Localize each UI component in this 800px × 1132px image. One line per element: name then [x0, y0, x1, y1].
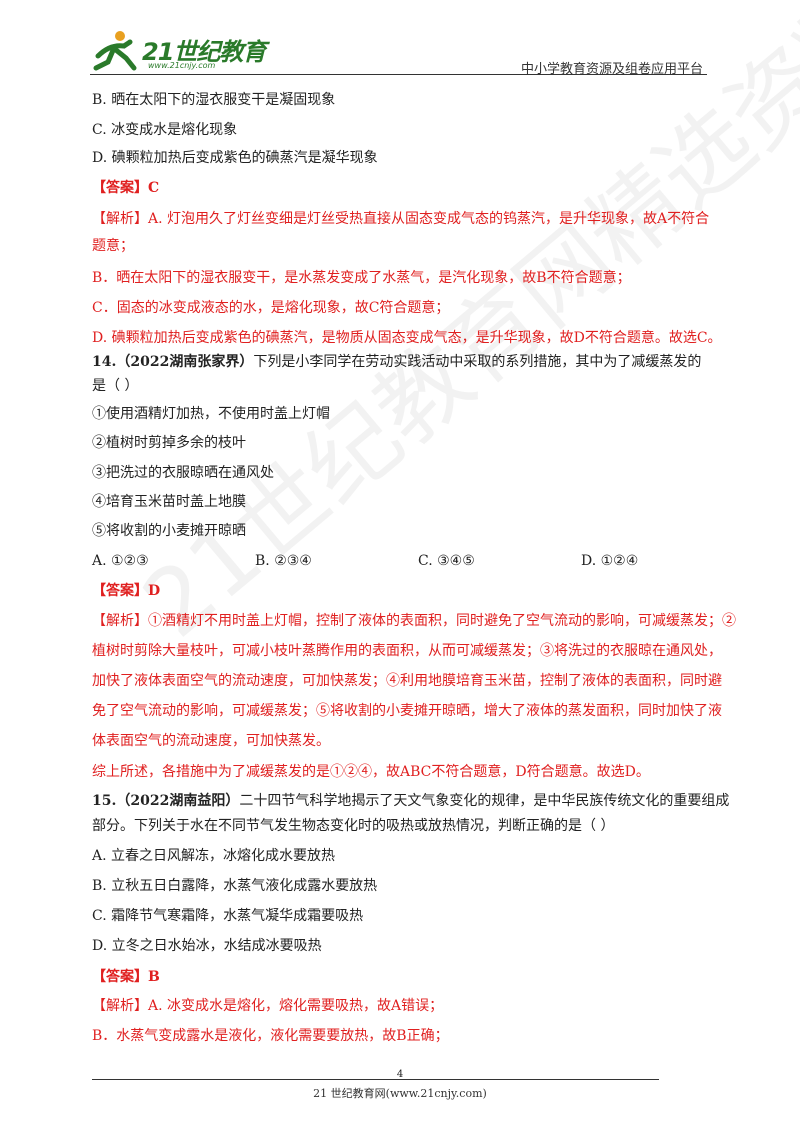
analysis-line: 植树时剪除大量枝叶，可减小枝叶蒸腾作用的表面积，从而可减缓蒸发；③将洗过的衣服晾… — [92, 643, 722, 659]
text-line: 是（ ） — [92, 378, 139, 394]
analysis-line: 题意； — [92, 238, 134, 254]
answer-line: 【答案】B — [92, 969, 160, 985]
question-line: 15.（2022湖南益阳）二十四节气科学地揭示了天文气象变化的规律，是中华民族传… — [92, 793, 730, 809]
analysis-line: D. 碘颗粒加热后变成紫色的碘蒸汽，是物质从固态变成气态，是升华现象，故D不符合… — [92, 330, 722, 346]
option-b: B. ②③④ — [255, 553, 312, 569]
platform-name: 中小学教育资源及组卷应用平台 — [520, 62, 703, 77]
option-d: D. ①②④ — [581, 553, 639, 569]
page-number: 4 — [396, 1069, 404, 1080]
text-line: C. 冰变成水是熔化现象 — [92, 122, 238, 138]
text-line: D. 立冬之日水始冰，水结成冰要吸热 — [92, 938, 322, 954]
analysis-line: 【解析】A. 灯泡用久了灯丝变细是灯丝受热直接从固态变成气态的钨蒸汽，是升华现象… — [92, 211, 710, 227]
option-a: A. ①②③ — [92, 553, 149, 569]
text-line: ⑤将收割的小麦摊开晾晒 — [92, 523, 246, 539]
analysis-line: 体表面空气的流动速度，可加快蒸发。 — [92, 733, 330, 749]
logo-text: 21世纪教育 — [142, 38, 266, 66]
answer-line: 【答案】C — [92, 180, 160, 196]
page-header: 21世纪教育 www.21cnjy.com 中小学教育资源及组卷应用平台 — [90, 28, 705, 77]
analysis-line: B．晒在太阳下的湿衣服变干，是水蒸发变成了水蒸气，是汽化现象，故B不符合题意； — [92, 270, 631, 286]
answer-line: 【答案】D — [92, 583, 161, 599]
analysis-line: 加快了液体表面空气的流动速度，可加快蒸发；④利用地膜培育玉米苗，控制了液体的表面… — [92, 673, 722, 689]
logo-url: www.21cnjy.com — [148, 61, 216, 70]
analysis-line: 综上所述，各措施中为了减缓蒸发的是①②④，故ABC不符合题意，D符合题意。故选D… — [92, 764, 650, 780]
text-line: ①使用酒精灯加热，不使用时盖上灯帽 — [92, 406, 330, 422]
text-line: ②植树时剪掉多余的枝叶 — [92, 435, 246, 451]
text-line: A. 立春之日风解冻，冰熔化成水要放热 — [92, 848, 336, 864]
runner-logo-icon — [93, 31, 137, 71]
analysis-line: 免了空气流动的影响，可减缓蒸发；⑤将收割的小麦摊开晾晒，增大了液体的蒸发面积，同… — [92, 703, 722, 719]
analysis-line: C．固态的冰变成液态的水，是熔化现象，故C符合题意； — [92, 300, 450, 316]
analysis-line: 【解析】①酒精灯不用时盖上灯帽，控制了液体的表面积，同时避免了空气流动的影响，可… — [92, 613, 736, 629]
text-line: B. 晒在太阳下的湿衣服变干是凝固现象 — [92, 92, 336, 108]
text-line: C. 霜降节气寒霜降，水蒸气凝华成霜要吸热 — [92, 908, 364, 924]
footer-site: 21 世纪教育网(www.21cnjy.com) — [313, 1087, 487, 1100]
analysis-line: B．水蒸气变成露水是液化，液化需要要放热，故B正确； — [92, 1028, 449, 1044]
analysis-line: 【解析】A. 冰变成水是熔化，熔化需要吸热，故A错误； — [92, 998, 444, 1014]
text-line: ③把洗过的衣服晾晒在通风处 — [92, 465, 274, 481]
option-c: C. ③④⑤ — [418, 553, 475, 569]
site-logo: 21世纪教育 www.21cnjy.com — [90, 28, 280, 74]
text-line: ④培育玉米苗时盖上地膜 — [92, 494, 246, 510]
text-line: D. 碘颗粒加热后变成紫色的碘蒸汽是凝华现象 — [92, 150, 378, 166]
question-line: 14.（2022湖南张家界）下列是小李同学在劳动实践活动中采取的系列措施，其中为… — [92, 354, 702, 370]
text-line: 部分。下列关于水在不同节气发生物态变化时的吸热或放热情况，判断正确的是（ ） — [92, 818, 615, 834]
footer-divider — [92, 1079, 659, 1080]
header-divider — [90, 74, 707, 75]
text-line: B. 立秋五日白露降，水蒸气液化成露水要放热 — [92, 878, 378, 894]
